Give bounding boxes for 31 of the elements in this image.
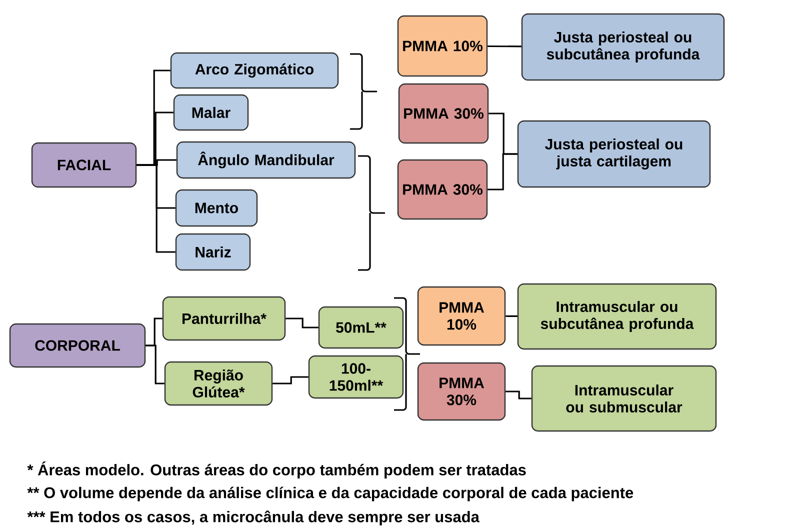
- area-box: Ângulo Mandibular: [176, 141, 356, 179]
- connector: [506, 315, 518, 317]
- footnote: ** O volume depende da análise clínica e da capacidade corporal de cada paciente: [27, 486, 634, 502]
- area-box: Malar: [173, 94, 249, 131]
- connector: [286, 318, 318, 328]
- depth-box: Justa periosteal ou justa cartilagem: [517, 120, 711, 188]
- category-box: FACIAL: [31, 142, 137, 188]
- area-box: Nariz: [175, 233, 251, 271]
- footnote: * Áreas modelo. Outras áreas do corpo também podem ser tratadas: [27, 462, 526, 478]
- area-box: Panturrilha*: [162, 296, 286, 341]
- volume-box: 100- 150ml**: [308, 355, 404, 399]
- concentration-box: PMMA 10%: [397, 15, 488, 77]
- category-box: CORPORAL: [9, 323, 146, 368]
- depth-box: Justa periosteal ou subcutânea profunda: [521, 13, 725, 81]
- connector: [506, 390, 532, 400]
- area-box: Arco Zigomático: [170, 52, 339, 89]
- connector: [136, 164, 176, 253]
- depth-box: Intramuscular ou submuscular: [531, 365, 717, 432]
- concentration-box: PMMA 10%: [417, 286, 506, 346]
- depth-box: Intramuscular ou subcutânea profunda: [517, 283, 717, 350]
- concentration-box: PMMA 30%: [398, 83, 489, 144]
- connector: [488, 153, 518, 190]
- footnote: *** Em todos os casos, a microcânula deve sempre ser usada: [27, 510, 480, 526]
- volume-box: 50mL**: [318, 306, 404, 349]
- connector: [488, 45, 522, 48]
- area-box: Região Glútea*: [164, 361, 273, 406]
- concentration-box: PMMA 30%: [397, 159, 488, 220]
- connector: [272, 376, 308, 384]
- area-box: Mento: [175, 189, 258, 227]
- connector: [146, 344, 164, 384]
- concentration-box: PMMA 30%: [417, 362, 506, 421]
